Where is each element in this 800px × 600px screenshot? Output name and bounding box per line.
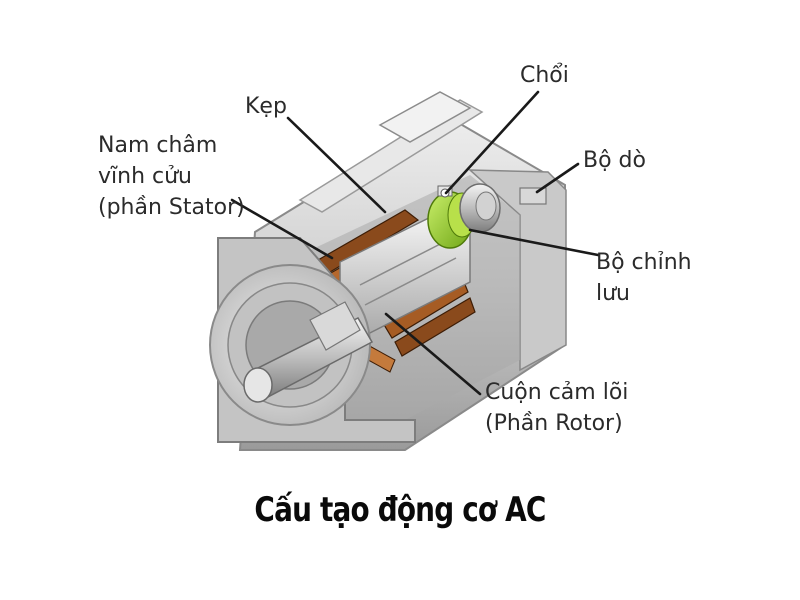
label-cuon-cam-line-1: Cuộn cảm lõi bbox=[485, 380, 629, 405]
label-kep-text: Kẹp bbox=[245, 94, 287, 119]
label-kep: Kẹp bbox=[245, 91, 287, 122]
label-bo-do-text: Bộ dò bbox=[583, 148, 646, 173]
label-bo-chinh-luu-line-1: Bộ chỉnh bbox=[596, 250, 692, 275]
label-bo-chinh-luu-line-2: lưu bbox=[596, 281, 630, 306]
leader-choi bbox=[444, 90, 540, 195]
label-nam-cham-line-1: Nam châm bbox=[98, 133, 218, 158]
leader-bo-do bbox=[535, 162, 580, 194]
label-nam-cham: Nam châm vĩnh cửu (phần Stator) bbox=[98, 130, 245, 223]
leader-cuon-cam bbox=[384, 312, 482, 396]
label-choi: Chổi bbox=[520, 60, 569, 91]
label-nam-cham-line-3: (phần Stator) bbox=[98, 195, 245, 220]
label-cuon-cam-line-2: (Phần Rotor) bbox=[485, 411, 623, 436]
diagram-caption: Cấu tạo động cơ AC bbox=[254, 490, 546, 530]
leader-kep bbox=[286, 116, 387, 214]
leader-nam-cham bbox=[230, 198, 334, 260]
rear-shaft bbox=[459, 183, 501, 233]
label-cuon-cam: Cuộn cảm lõi (Phần Rotor) bbox=[485, 377, 628, 439]
label-nam-cham-line-2: vĩnh cửu bbox=[98, 164, 192, 189]
label-bo-chinh-luu: Bộ chỉnh lưu bbox=[596, 247, 692, 309]
output-shaft bbox=[243, 301, 374, 403]
label-choi-text: Chổi bbox=[520, 63, 569, 88]
label-bo-do: Bộ dò bbox=[583, 145, 646, 176]
leader-bo-chinh-luu bbox=[468, 228, 600, 257]
